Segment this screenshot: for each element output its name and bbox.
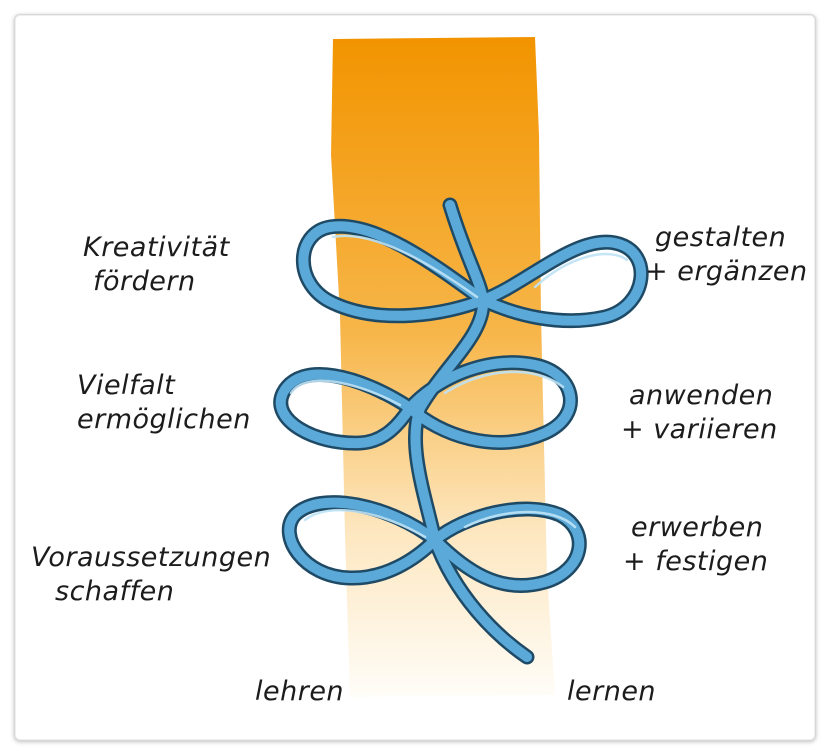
rope-loops bbox=[273, 197, 649, 665]
label-erwerben-festigen: erwerben + festigen bbox=[623, 512, 769, 577]
label-kreativitaet-foerdern: Kreativität fördern bbox=[83, 232, 230, 297]
label-vielfalt-ermoeglichen: Vielfalt ermöglichen bbox=[77, 370, 251, 435]
label-lernen: lernen bbox=[567, 676, 657, 707]
label-lehren: lehren bbox=[255, 676, 345, 707]
label-voraussetzungen-schaffen: Voraussetzungen schaffen bbox=[31, 542, 272, 607]
label-gestalten-ergaenzen: gestalten + ergänzen bbox=[645, 222, 808, 287]
loop-illustration bbox=[273, 37, 649, 697]
illustration-frame: Kreativität fördern Vielfalt ermöglichen… bbox=[14, 14, 816, 741]
label-anwenden-variieren: anwenden + variieren bbox=[621, 380, 778, 445]
